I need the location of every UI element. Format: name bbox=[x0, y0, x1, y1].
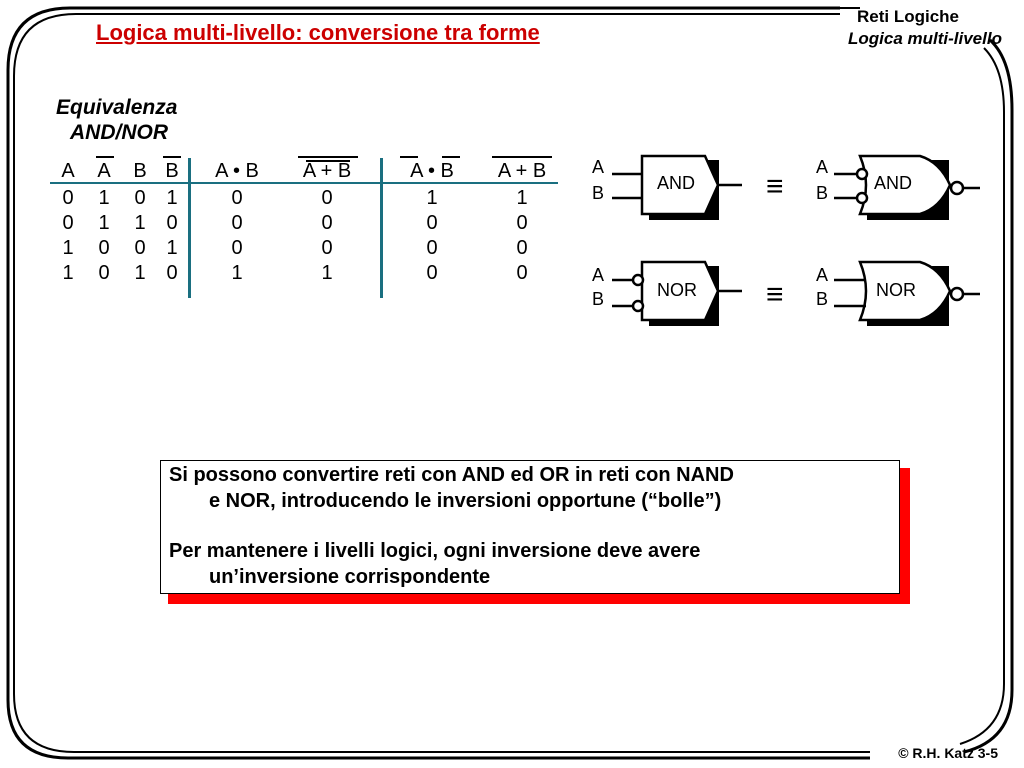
and-right-input-a: A bbox=[816, 157, 829, 177]
table-cell-r2-c6: 0 bbox=[426, 237, 438, 259]
topic-name: Logica multi-livello bbox=[848, 29, 1002, 48]
table-cell-r3-c5: 1 bbox=[321, 262, 333, 284]
table-cell-r1-c0: 0 bbox=[62, 212, 74, 234]
gate-diagrams bbox=[612, 154, 980, 326]
nor-gate-right bbox=[834, 260, 980, 326]
nor-left-label: NOR bbox=[657, 280, 697, 300]
table-cell-r3-c1: 0 bbox=[98, 262, 110, 284]
table-cell-r3-c7: 0 bbox=[516, 262, 528, 284]
table-header-7: A + B bbox=[497, 160, 547, 182]
table-header-1: A bbox=[97, 160, 111, 182]
table-cell-r2-c3: 1 bbox=[166, 237, 178, 259]
nor-right-input-b: B bbox=[816, 289, 829, 309]
and-left-label: AND bbox=[657, 173, 696, 193]
course-name: Reti Logiche bbox=[856, 7, 959, 26]
table-cell-r1-c2: 1 bbox=[134, 212, 146, 234]
footer-credit: © R.H. Katz 3-5 bbox=[898, 745, 998, 761]
equivalence-symbol-nor: ≡ bbox=[766, 278, 784, 311]
equivalence-heading-line2: AND/NOR bbox=[70, 121, 168, 144]
header-overline bbox=[442, 156, 460, 158]
note-box: Si possono convertire reti con AND ed OR… bbox=[160, 460, 900, 594]
table-cell-r0-c7: 1 bbox=[516, 187, 528, 209]
table-cell-r0-c2: 0 bbox=[134, 187, 146, 209]
table-cell-r0-c5: 0 bbox=[321, 187, 333, 209]
table-cell-r3-c3: 0 bbox=[166, 262, 178, 284]
table-header-5: A + B bbox=[302, 160, 352, 182]
table-cell-r2-c5: 0 bbox=[321, 237, 333, 259]
nor-gate-left bbox=[612, 260, 742, 326]
table-header-4: A • B bbox=[215, 160, 259, 182]
slide-title: Logica multi-livello: conversione tra fo… bbox=[96, 20, 540, 45]
equivalence-symbol-and: ≡ bbox=[766, 170, 784, 203]
table-header-3: B bbox=[165, 160, 179, 182]
table-cell-r2-c2: 0 bbox=[134, 237, 146, 259]
and-gate-right bbox=[834, 154, 980, 220]
note-line-1: Si possono convertire reti con AND ed OR… bbox=[169, 464, 734, 486]
table-cell-r0-c4: 0 bbox=[231, 187, 243, 209]
nor-right-label: NOR bbox=[876, 280, 916, 300]
header-overline bbox=[163, 156, 181, 158]
header-overline bbox=[306, 160, 350, 162]
table-divider-2 bbox=[380, 158, 383, 298]
table-cell-r0-c1: 1 bbox=[98, 187, 110, 209]
and-gate-left bbox=[612, 154, 742, 220]
nor-left-input-b: B bbox=[592, 289, 605, 309]
table-header-6: A • B bbox=[410, 160, 454, 182]
table-divider-1 bbox=[188, 158, 191, 298]
nor-right-input-a: A bbox=[816, 265, 829, 285]
table-header-2: B bbox=[133, 160, 147, 182]
table-cell-r0-c3: 1 bbox=[166, 187, 178, 209]
table-header-rule bbox=[50, 182, 558, 184]
table-cell-r2-c4: 0 bbox=[231, 237, 243, 259]
table-cell-r2-c0: 1 bbox=[62, 237, 74, 259]
header-overline bbox=[492, 156, 552, 158]
table-cell-r1-c3: 0 bbox=[166, 212, 178, 234]
table-cell-r1-c5: 0 bbox=[321, 212, 333, 234]
table-cell-r3-c6: 0 bbox=[426, 262, 438, 284]
header-overline bbox=[400, 156, 418, 158]
table-cell-r1-c1: 1 bbox=[98, 212, 110, 234]
and-left-input-b: B bbox=[592, 183, 605, 203]
note-line-4: un’inversione corrispondente bbox=[209, 566, 491, 588]
header-overline bbox=[298, 156, 358, 158]
table-header-0: A bbox=[61, 160, 75, 182]
table-cell-r3-c2: 1 bbox=[134, 262, 146, 284]
table-cell-r1-c7: 0 bbox=[516, 212, 528, 234]
note-line-3: Per mantenere i livelli logici, ogni inv… bbox=[169, 540, 701, 562]
nor-left-input-a: A bbox=[592, 265, 605, 285]
and-right-input-b: B bbox=[816, 183, 829, 203]
table-cell-r2-c1: 0 bbox=[98, 237, 110, 259]
note-line-2: e NOR, introducendo le inversioni opport… bbox=[209, 490, 722, 512]
and-right-label: AND bbox=[874, 173, 913, 193]
table-cell-r3-c0: 1 bbox=[62, 262, 74, 284]
table-cell-r0-c0: 0 bbox=[62, 187, 74, 209]
table-cell-r1-c6: 0 bbox=[426, 212, 438, 234]
table-cell-r2-c7: 0 bbox=[516, 237, 528, 259]
and-left-input-a: A bbox=[592, 157, 605, 177]
equivalence-heading-line1: Equivalenza bbox=[56, 96, 178, 119]
table-cell-r1-c4: 0 bbox=[231, 212, 243, 234]
header-overline bbox=[96, 156, 114, 158]
table-cell-r3-c4: 1 bbox=[231, 262, 243, 284]
table-cell-r0-c6: 1 bbox=[426, 187, 438, 209]
